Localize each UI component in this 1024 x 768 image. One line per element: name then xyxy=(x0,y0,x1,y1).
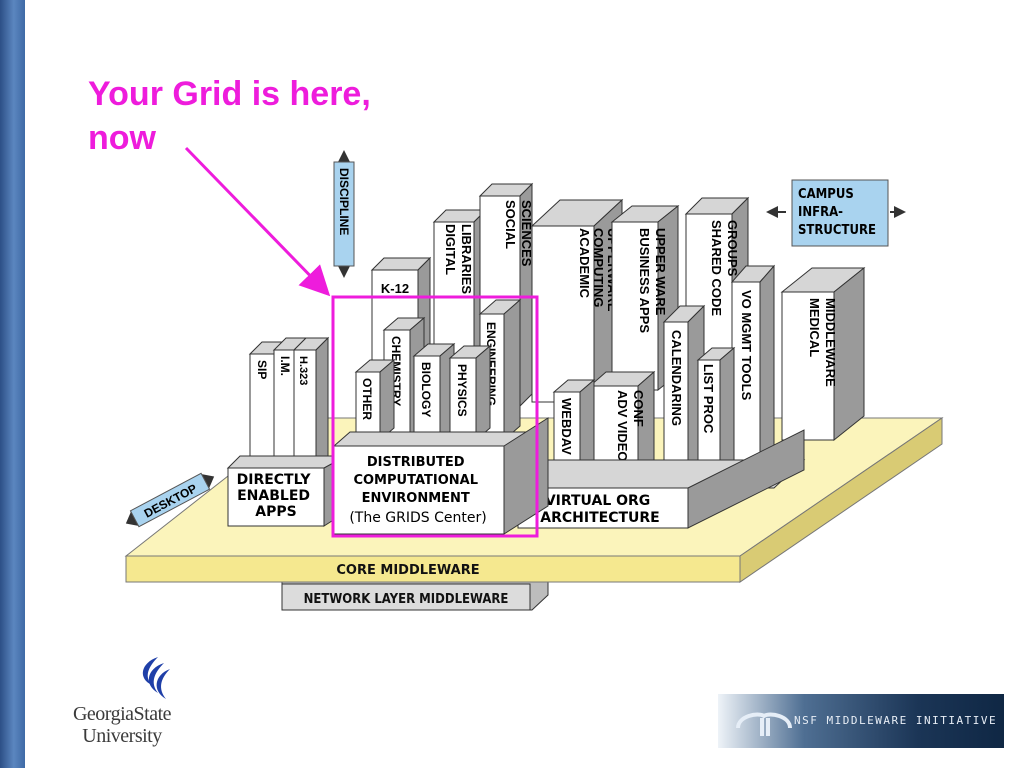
nsf-banner xyxy=(718,694,1004,748)
sip-label: SIP xyxy=(255,360,269,379)
tower-biology: BIOLOGY xyxy=(412,342,456,442)
title-line-2: now xyxy=(88,119,156,157)
university-name: GeorgiaState University xyxy=(52,703,192,747)
grid-highlight-box xyxy=(331,295,539,538)
calendaring-label: CALENDARING xyxy=(669,330,684,426)
university-line-1: GeorgiaState xyxy=(72,703,172,725)
tower-list-proc: LIST PROC xyxy=(696,346,736,476)
title-line-1: Your Grid is here, xyxy=(88,75,371,113)
tower-vo-mgmt: VO MGMT TOOLS xyxy=(730,264,776,464)
network-layer-slab: NETWORK LAYER MIDDLEWARE xyxy=(281,566,549,611)
discipline-label: DISCIPLINE xyxy=(337,168,351,235)
tower-physics: PHYSICS xyxy=(448,344,492,442)
slide-side-bar xyxy=(0,0,25,768)
flame-icon xyxy=(142,657,170,699)
slide-title: Your Grid is here, now xyxy=(88,72,448,160)
list-proc-label: LIST PROC xyxy=(701,364,716,434)
university-line-2: University xyxy=(82,725,162,747)
tower-calendaring: CALENDARING xyxy=(662,304,706,474)
im-label: I.M. xyxy=(278,356,292,376)
physics-label: PHYSICS xyxy=(455,364,469,417)
virtual-org-block: VIRTUAL ORG ARCHITECTURE xyxy=(516,429,806,529)
directly-enabled-label: DIRECTLY ENABLED APPS xyxy=(237,472,316,520)
tower-h323: H.323 xyxy=(292,336,330,474)
virtual-org-label: VIRTUAL ORG ARCHITECTURE xyxy=(540,493,659,526)
webdav-label: WEBDAV xyxy=(559,398,574,455)
nmi-logo-icon xyxy=(736,712,792,736)
directly-enabled-apps: SIP I.M. H.323 DIRECTLY ENABLED APPS xyxy=(226,336,348,527)
adv-video-label: ADV VIDEO CONF xyxy=(615,390,646,465)
campus-infrastructure-indicator: CAMPUS INFRA- STRUCTURE xyxy=(766,179,906,247)
discipline-indicator: DISCIPLINE xyxy=(333,150,355,278)
tower-medical: MEDICAL MIDDLEWARE xyxy=(780,266,866,442)
tower-sip: SIP xyxy=(248,341,288,473)
vo-mgmt-label: VO MGMT TOOLS xyxy=(739,290,754,401)
network-layer-label: NETWORK LAYER MIDDLEWARE xyxy=(304,592,509,607)
tower-other: OTHER xyxy=(354,358,396,442)
business-apps-label: BUSINESS APPS UPPER WARE xyxy=(637,228,668,337)
distributed-label: DISTRIBUTED COMPUTATIONAL ENVIRONMENT (T… xyxy=(349,455,486,526)
medical-label: MEDICAL MIDDLEWARE xyxy=(807,298,838,387)
k12-label: K-12 xyxy=(381,281,409,296)
biology-label: BIOLOGY xyxy=(419,362,433,417)
digital-libraries-label: DIGITAL LIBRARIES xyxy=(443,224,474,294)
campus-label: CAMPUS INFRA- STRUCTURE xyxy=(798,187,876,238)
core-middleware-label: CORE MIDDLEWARE xyxy=(336,563,479,578)
georgia-state-logo xyxy=(52,655,192,763)
h323-label: H.323 xyxy=(297,356,309,385)
other-label: OTHER xyxy=(360,378,374,420)
nsf-banner-text: NSF MIDDLEWARE INITIATIVE xyxy=(794,714,998,727)
grid-pointer-arrow xyxy=(184,146,331,297)
social-sciences-label: SOCIAL SCIENCES xyxy=(503,200,534,267)
distributed-environment-block: DISTRIBUTED COMPUTATIONAL ENVIRONMENT (T… xyxy=(332,417,549,535)
shared-code-label: SHARED CODE GROUPS xyxy=(709,220,740,320)
